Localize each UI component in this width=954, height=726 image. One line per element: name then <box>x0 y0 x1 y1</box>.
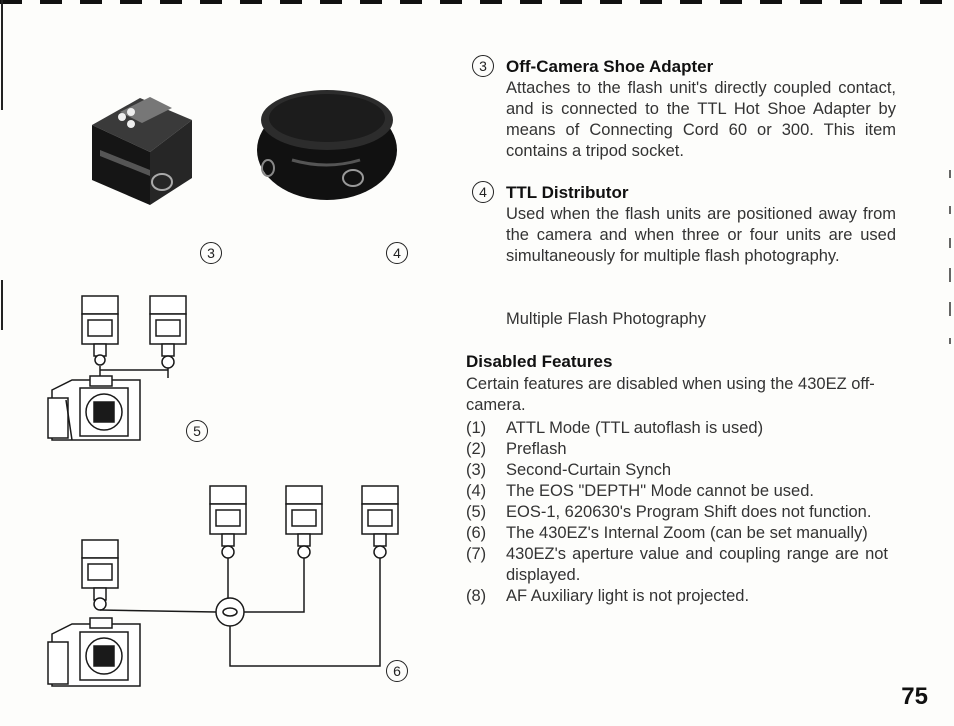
list-item: (4)The EOS "DEPTH" Mode cannot be used. <box>466 482 814 500</box>
item-description: Attaches to the flash unit's directly co… <box>506 79 896 160</box>
multiple-flash-note: Multiple Flash Photography <box>506 310 706 328</box>
list-item: (6)The 430EZ's Internal Zoom (can be set… <box>466 524 868 542</box>
disabled-features-intro: Certain features are disabled when using… <box>466 375 875 414</box>
figure-label-4: 4 <box>386 242 408 264</box>
section-title: Disabled Features <box>466 352 613 371</box>
disabled-features-title: Disabled Features <box>466 351 896 373</box>
ttl-distributor-image <box>257 90 397 200</box>
item-ttl-distributor: 4 TTL Distributor Used when the flash un… <box>466 181 896 267</box>
shoe-adapter-image <box>92 97 192 205</box>
list-item: (3)Second-Curtain Synch <box>466 461 672 479</box>
item-description: Used when the flash units are positioned… <box>506 205 896 265</box>
right-edge-marks <box>949 170 951 344</box>
list-item: (8)AF Auxiliary light is not projected. <box>466 587 750 605</box>
figure-label-6: 6 <box>386 660 408 682</box>
list-item: (7)430EZ's aperture value and coupling r… <box>466 545 888 584</box>
list-item: (5)EOS-1, 620630's Program Shift does no… <box>466 503 872 521</box>
illustration-column: 3 4 5 6 <box>0 0 440 721</box>
list-item: (1)ATTL Mode (TTL autoflash is used) <box>466 419 764 437</box>
item-off-camera-shoe-adapter: 3 Off-Camera Shoe Adapter Attaches to th… <box>466 55 896 162</box>
figure-label-5: 5 <box>186 420 208 442</box>
item-title: TTL Distributor <box>506 183 629 202</box>
item-title: Off-Camera Shoe Adapter <box>506 57 714 76</box>
page-number: 75 <box>901 683 928 710</box>
item-number: 3 <box>472 55 494 77</box>
item-heading: 3 Off-Camera Shoe Adapter <box>466 55 896 78</box>
illustrations <box>1 0 399 687</box>
item-number: 4 <box>472 181 494 203</box>
multi-flash-setup-diagram <box>47 485 399 687</box>
item-heading: 4 TTL Distributor <box>466 181 896 204</box>
disabled-features-list: (1)ATTL Mode (TTL autoflash is used) (2)… <box>466 418 888 607</box>
single-flash-setup-diagram <box>47 295 187 441</box>
figure-label-3: 3 <box>200 242 222 264</box>
list-item: (2)Preflash <box>466 440 567 458</box>
